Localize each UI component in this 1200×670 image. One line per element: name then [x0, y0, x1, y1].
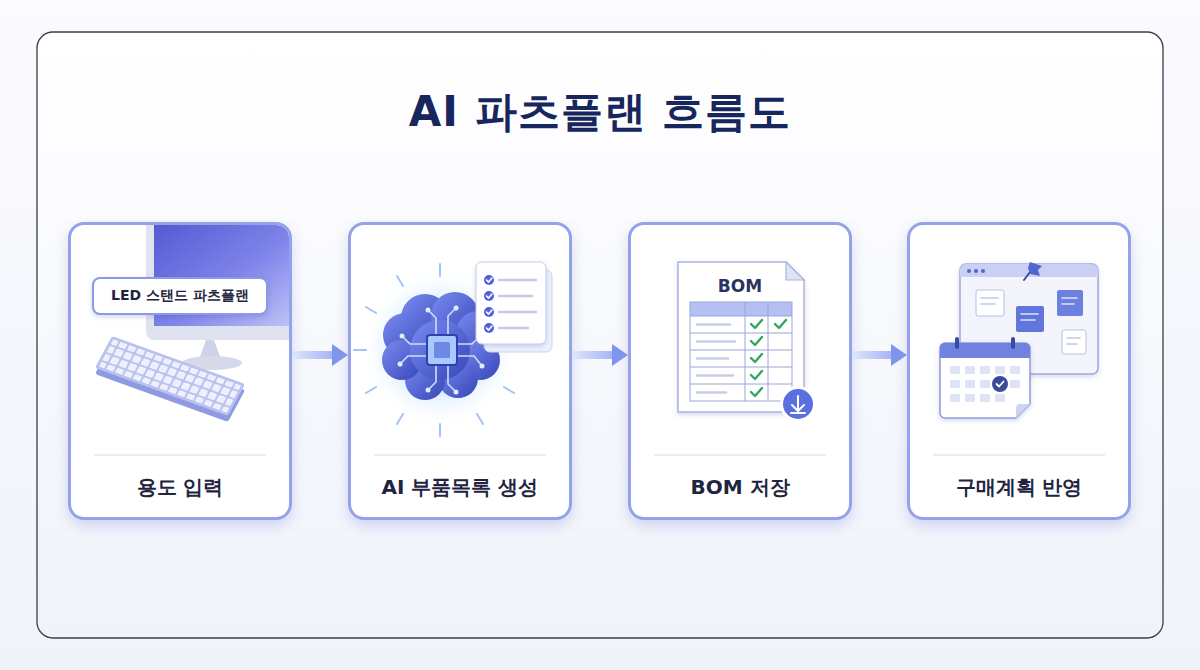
step-caption: 구매계획 반영 [910, 474, 1128, 501]
flow-arrow [292, 351, 348, 359]
input-box: LED 스탠드 파츠플랜 [92, 277, 268, 315]
step-caption: AI 부품목록 생성 [351, 474, 569, 501]
step-caption: 용도 입력 [71, 474, 289, 501]
step-caption: BOM 저장 [631, 474, 849, 501]
diagram-title: AI 파츠플랜 흐름도 [0, 84, 1200, 140]
flow-arrow [852, 351, 907, 359]
flow-arrow [572, 351, 628, 359]
input-text: LED 스탠드 파츠플랜 [111, 287, 249, 305]
step-card: 용도 입력 LED 스탠드 파츠플랜 [68, 222, 292, 520]
document-heading: BOM [700, 276, 780, 296]
step-card: AI 부품목록 생성 [348, 222, 572, 520]
step-card: BOM 저장 [628, 222, 852, 520]
step-card: 구매계획 반영 [907, 222, 1131, 520]
